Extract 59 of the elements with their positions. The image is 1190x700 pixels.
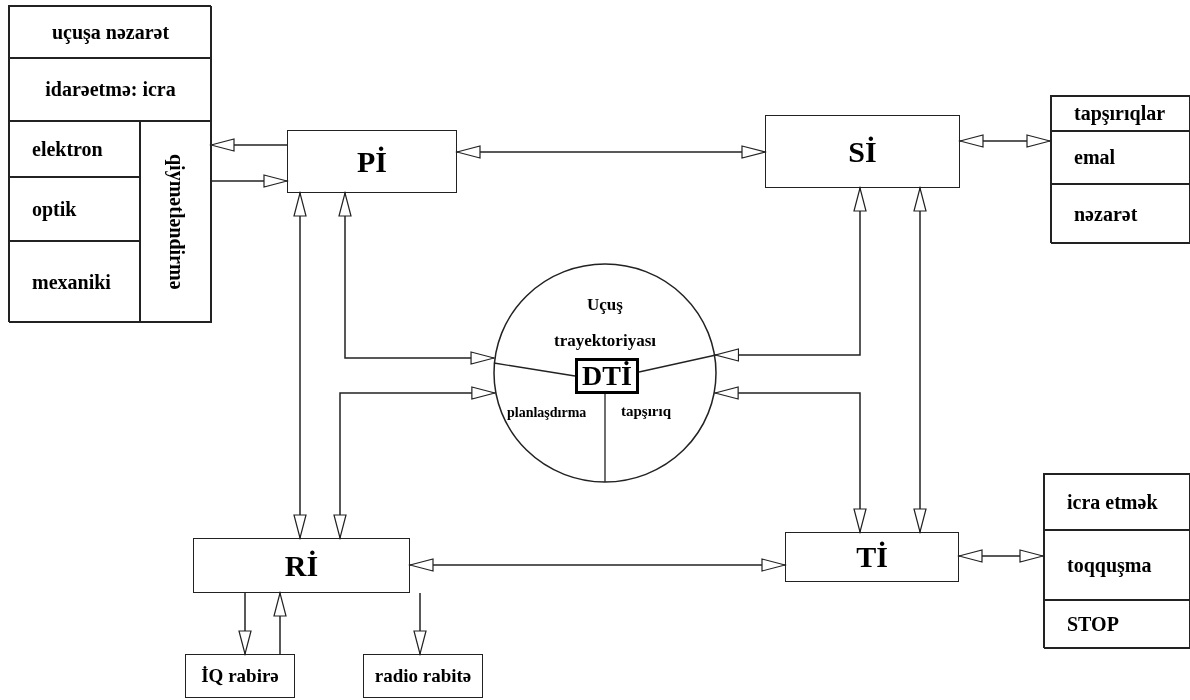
box-label: Rİ bbox=[284, 548, 319, 583]
box-label: radio rabitə bbox=[374, 665, 472, 687]
double-arrow bbox=[456, 145, 766, 159]
double-arrow bbox=[913, 187, 927, 533]
arrow bbox=[210, 138, 288, 152]
table-cell bbox=[1051, 184, 1190, 244]
table-box bbox=[1050, 95, 1190, 243]
table-cell bbox=[1044, 600, 1190, 649]
cell-label: tapşırıqlar bbox=[1074, 102, 1166, 125]
double-arrow bbox=[959, 134, 1051, 148]
arrow bbox=[413, 592, 427, 655]
boxed-label: DTİ bbox=[575, 358, 639, 394]
table-box bbox=[8, 5, 211, 322]
process-box bbox=[193, 538, 410, 593]
cell-label: toqquşma bbox=[1067, 553, 1152, 577]
box-label: Tİ bbox=[856, 540, 888, 574]
process-box bbox=[785, 532, 959, 582]
cell-label: elektron bbox=[32, 137, 103, 161]
process-box bbox=[287, 130, 457, 193]
cell-label: icra etmək bbox=[1067, 490, 1158, 514]
cell-label: idarəetmə: icra bbox=[45, 78, 176, 101]
double-arrow bbox=[333, 386, 496, 539]
table-cell bbox=[9, 177, 140, 241]
box-label: Sİ bbox=[848, 134, 877, 169]
circle-title: Uçuş trayektoriyası bbox=[553, 294, 657, 352]
box-label: İQ rabirə bbox=[201, 665, 279, 687]
double-arrow bbox=[714, 187, 867, 362]
double-arrow bbox=[409, 558, 786, 572]
box-label: Pİ bbox=[357, 144, 387, 179]
trajectory-circle bbox=[493, 263, 717, 483]
process-box bbox=[363, 654, 483, 698]
table-cell bbox=[140, 121, 212, 323]
cell-label: emal bbox=[1074, 146, 1116, 169]
double-arrow bbox=[338, 192, 495, 365]
table-cell bbox=[1044, 474, 1190, 530]
cell-label: mexaniki bbox=[32, 270, 111, 294]
cell-label: optik bbox=[32, 197, 77, 221]
cell-label: nəzarət bbox=[1074, 202, 1138, 226]
arrow bbox=[210, 174, 288, 188]
double-arrow bbox=[958, 549, 1044, 563]
table-cell bbox=[1051, 96, 1190, 131]
sector-label: tapşırıq bbox=[621, 403, 672, 420]
process-box bbox=[185, 654, 295, 698]
double-arrow bbox=[293, 192, 307, 539]
process-box bbox=[765, 115, 960, 188]
double-arrow bbox=[714, 386, 867, 533]
table-box bbox=[1043, 473, 1190, 648]
table-cell bbox=[9, 58, 212, 121]
cell-label: qiymətləndirmə bbox=[164, 154, 188, 290]
cell-label: STOP bbox=[1067, 613, 1119, 636]
table-cell bbox=[1051, 131, 1190, 184]
sector-label: planlaşdırma bbox=[507, 405, 588, 421]
table-cell bbox=[9, 6, 212, 58]
arrow bbox=[273, 592, 287, 655]
table-cell bbox=[1044, 530, 1190, 600]
cell-label: uçuşa nəzarət bbox=[51, 20, 170, 44]
arrow bbox=[238, 592, 252, 655]
table-cell bbox=[9, 241, 140, 323]
table-cell bbox=[9, 121, 140, 177]
